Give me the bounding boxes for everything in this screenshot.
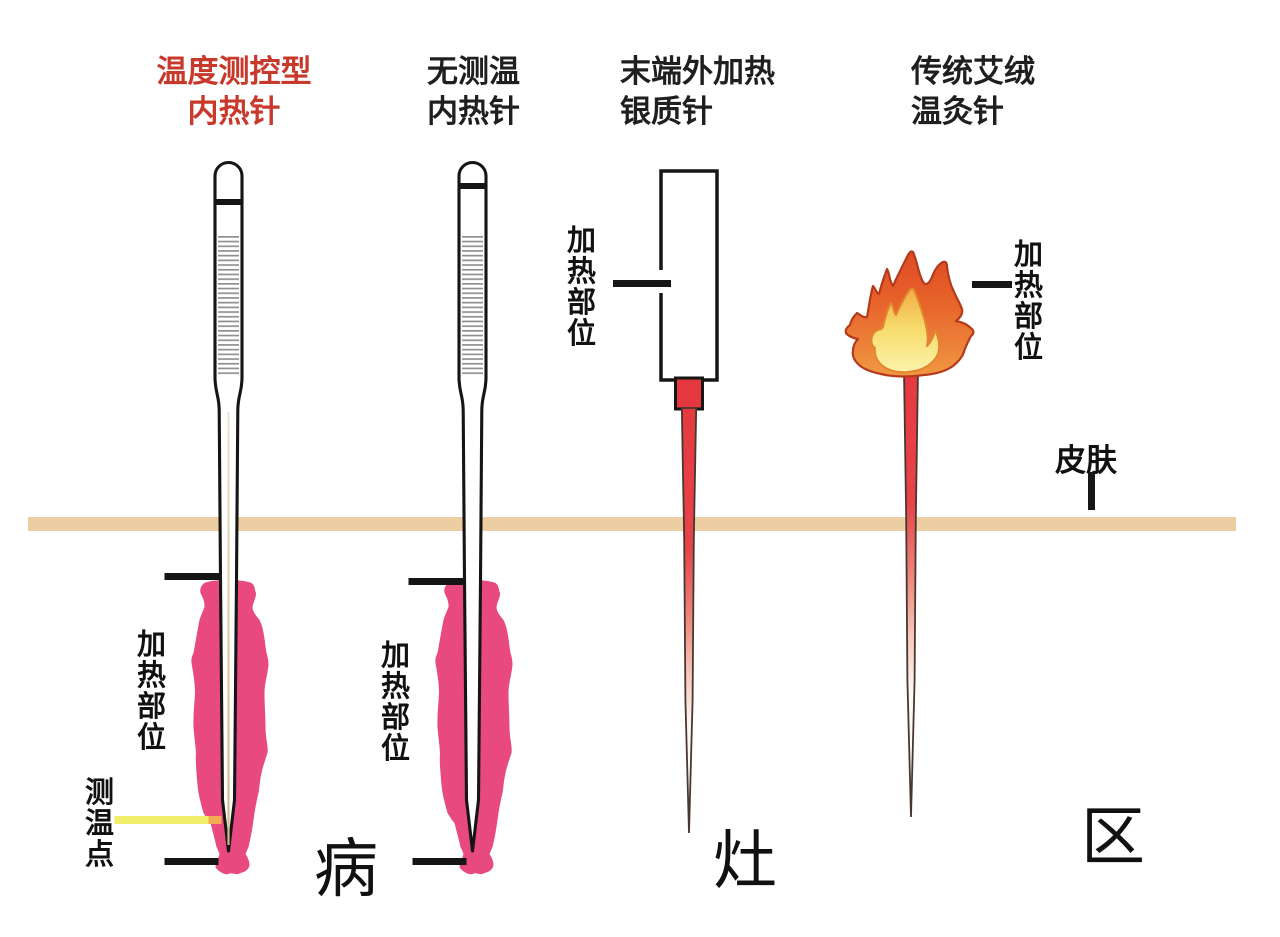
needle4-heating-label: 加热部位	[1013, 239, 1043, 364]
needle4-shaft	[903, 369, 919, 818]
needle2-graphic	[408, 160, 513, 875]
big-char-qu: 区	[1081, 802, 1145, 873]
temp-point-label: 测温点	[84, 777, 114, 871]
needle4-graphic	[844, 250, 1095, 818]
big-char-zao: 灶	[713, 826, 777, 897]
needle3-heating-label: 加热部位	[566, 225, 596, 350]
needle1-ribs	[218, 236, 239, 377]
needle1-heating-bottom-tick	[164, 858, 219, 865]
needle3-title-line2: 银质针	[620, 94, 713, 129]
needle3-heater-box	[659, 169, 719, 382]
needle2-heating-label: 加热部位	[380, 640, 410, 765]
needle1-sensor-core	[227, 412, 230, 845]
needle3-graphic	[613, 169, 719, 834]
needle4-title: 传统艾绒 温灸针	[911, 52, 1051, 132]
needle1-graphic	[114, 160, 269, 875]
needle2-heating-bottom-tick	[412, 858, 467, 865]
needle3-plug	[674, 376, 704, 411]
needle2-cap-line	[459, 183, 486, 189]
big-char-bing: 病	[314, 834, 378, 905]
needle1-title-line1: 温度测控型	[156, 54, 312, 89]
temp-point-pointer-overlap	[208, 816, 222, 824]
needle2-title: 无测温 内热针	[424, 52, 523, 132]
needle3-title: 末端外加热 银质针	[620, 52, 790, 132]
needle4-label-line	[972, 281, 1012, 288]
needle1-title-line2: 内热针	[187, 94, 281, 129]
needle3-title-line1: 末端外加热	[620, 54, 775, 89]
skin-label-tick	[1088, 472, 1095, 510]
skin-label: 皮肤	[1055, 443, 1117, 478]
needle3-shaft	[680, 407, 698, 834]
needle2-title-line2: 内热针	[427, 94, 520, 129]
needle1-cap-line	[215, 199, 242, 205]
needle2-heating-top-tick	[408, 578, 465, 585]
flame-inner	[870, 287, 941, 374]
needle1-heating-label: 加热部位	[136, 629, 166, 754]
needle4-title-line2: 温灸针	[911, 94, 1004, 129]
needle3-label-line	[613, 280, 671, 287]
temp-point-pointer-line	[114, 816, 222, 824]
skin-band	[28, 517, 1236, 531]
needle2-title-line1: 无测温	[427, 54, 520, 89]
needle1-heating-top-tick	[164, 573, 221, 580]
needle2-ribs	[462, 236, 483, 377]
needle1-title: 温度测控型 内热针	[155, 52, 313, 132]
needle4-title-line1: 传统艾绒	[911, 54, 1035, 89]
